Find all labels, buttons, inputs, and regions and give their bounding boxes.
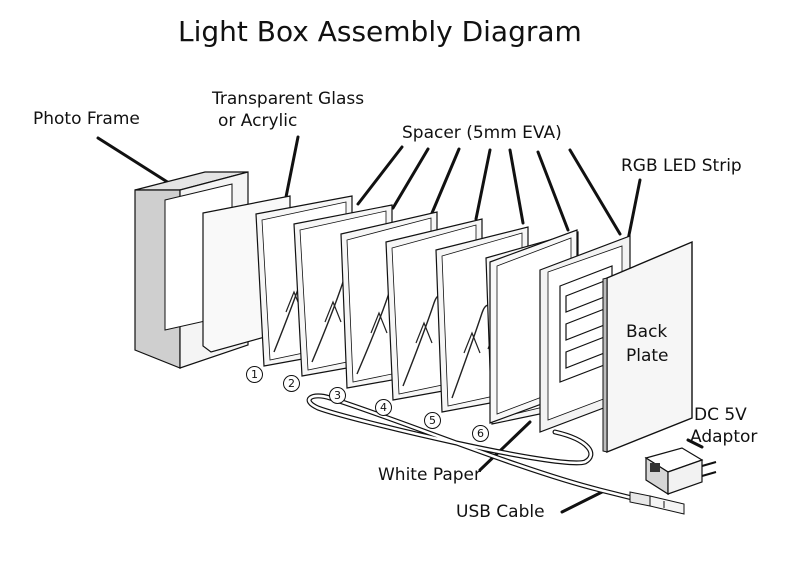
label-adaptor-line2: Adaptor — [690, 427, 758, 447]
leader-spacer-6 — [536, 150, 570, 232]
label-rgb-led-strip: RGB LED Strip — [621, 156, 742, 176]
leader-spacer-5 — [508, 148, 525, 225]
label-adaptor-line1: DC 5V — [694, 405, 747, 425]
layer-number-2: 2 — [283, 375, 300, 392]
label-glass-line1: Transparent Glass — [212, 89, 365, 109]
leader-spacer-1 — [356, 145, 404, 206]
adaptor-part — [644, 447, 717, 496]
label-spacer: Spacer (5mm EVA) — [402, 123, 562, 143]
label-photo-frame: Photo Frame — [33, 109, 140, 129]
back-plate-part — [602, 240, 693, 454]
label-back-plate-line1: Back — [626, 322, 668, 342]
label-back-plate-line2: Plate — [626, 346, 669, 366]
label-white-paper: White Paper — [378, 465, 481, 485]
leader-adaptor — [686, 438, 704, 449]
leader-spacer-2 — [391, 147, 430, 210]
layer-number-6: 6 — [472, 425, 489, 442]
leader-usb-cable — [560, 490, 604, 514]
layer-number-5: 5 — [424, 412, 441, 429]
leader-spacer-7 — [568, 148, 622, 236]
leader-led-strip — [626, 178, 642, 242]
label-glass-line2: or Acrylic — [218, 111, 298, 131]
usb-plug — [649, 495, 685, 515]
leader-white-paper — [478, 420, 532, 472]
leader-spacer-4 — [474, 148, 492, 221]
layer-number-1: 1 — [246, 366, 263, 383]
adaptor-usb-port — [650, 463, 660, 472]
leader-glass — [283, 135, 300, 204]
label-usb-cable: USB Cable — [456, 502, 545, 522]
layer-number-3: 3 — [329, 387, 346, 404]
leader-spacer-3 — [430, 147, 461, 215]
usb-cable-part — [306, 393, 685, 515]
diagram-title: Light Box Assembly Diagram — [178, 15, 582, 48]
layer-number-4: 4 — [375, 399, 392, 416]
leader-lines — [96, 135, 704, 514]
